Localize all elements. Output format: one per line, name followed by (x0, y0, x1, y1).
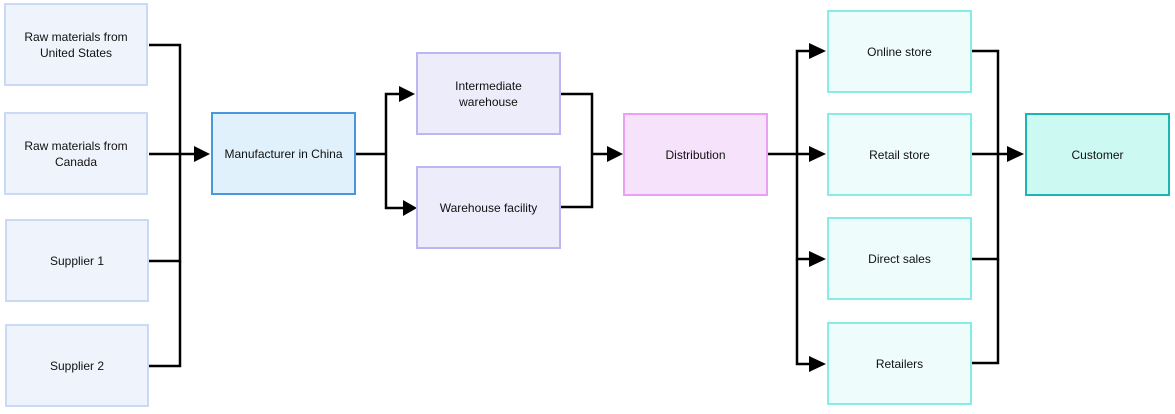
edge-supplier1-to-manufacturer (149, 154, 182, 263)
node-raw-materials-united-states: Raw materials from United States (4, 3, 148, 86)
node-direct-sales: Direct sales (827, 217, 972, 300)
edge-distribution-to-direct-sales (795, 154, 810, 261)
edge-manufacturer-to-intermediate-warehouse (384, 92, 399, 154)
edge-raw-us-to-manufacturer (149, 43, 182, 154)
arrowhead-retail-store (809, 146, 826, 162)
node-online-store: Online store (827, 10, 972, 93)
arrowhead-intermediate-warehouse (399, 86, 415, 102)
edge-manufacturer-to-warehouse-facility (384, 154, 403, 210)
edge-warehouse-facility-to-distribution (561, 154, 594, 209)
edge-intermediate-warehouse-to-distribution (561, 92, 594, 154)
arrowhead-retailers (809, 356, 826, 372)
arrowhead-online-store (809, 43, 826, 59)
node-intermediate-warehouse: Intermediate warehouse (416, 52, 561, 135)
arrowhead-direct-sales (809, 251, 826, 267)
edge-distribution-to-online-store (795, 49, 810, 154)
edge-retailers-to-customer (971, 259, 1000, 365)
node-customer: Customer (1025, 113, 1170, 196)
arrowhead-manufacturer (194, 146, 210, 162)
node-manufacturer-china: Manufacturer in China (211, 112, 356, 195)
edge-distribution-to-retailers (795, 259, 810, 366)
edge-online-store-to-customer (971, 49, 1000, 154)
edge-supplier2-to-manufacturer (149, 261, 182, 368)
node-retailers: Retailers (827, 322, 972, 405)
arrowhead-customer (1007, 146, 1024, 162)
arrowhead-warehouse-facility (403, 200, 417, 216)
node-warehouse-facility: Warehouse facility (416, 166, 561, 249)
arrowhead-distribution (607, 146, 623, 162)
node-retail-store: Retail store (827, 113, 972, 196)
node-raw-materials-canada: Raw materials from Canada (4, 112, 148, 195)
edge-direct-sales-to-customer (971, 154, 1000, 261)
node-supplier-1: Supplier 1 (5, 219, 149, 302)
node-supplier-2: Supplier 2 (5, 324, 149, 407)
node-distribution: Distribution (623, 113, 768, 196)
